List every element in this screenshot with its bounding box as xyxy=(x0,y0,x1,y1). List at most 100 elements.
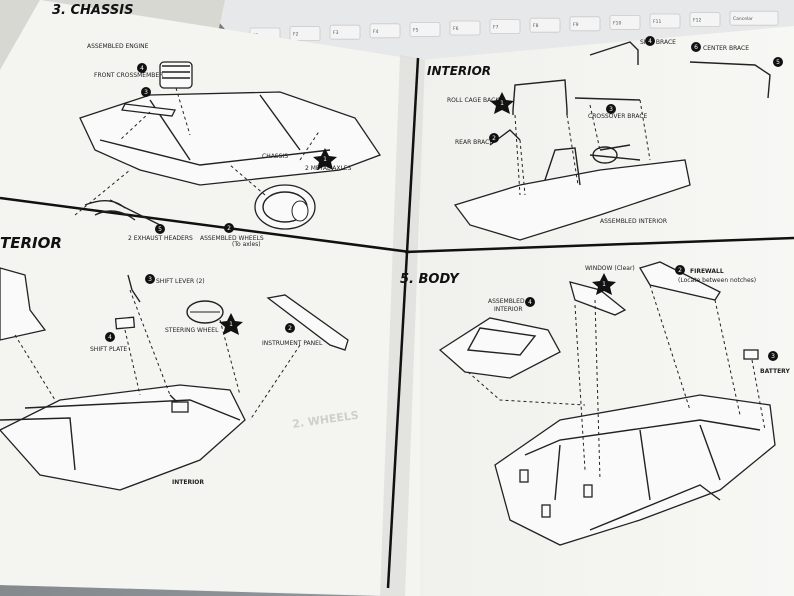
svg-text:2: 2 xyxy=(492,135,496,142)
battery-part xyxy=(743,349,759,360)
step-marker: 4 xyxy=(645,36,655,46)
svg-text:3: 3 xyxy=(144,89,148,96)
svg-text:5: 5 xyxy=(158,226,162,233)
label-assembled-interior: ASSEMBLED INTERIOR xyxy=(600,218,667,225)
interior-bottom-section: TERIOR SHIFT LEVER (2) SHIFT PLATE STEER… xyxy=(0,234,360,491)
keyboard-key: F9 xyxy=(569,16,601,32)
interior-top-title: INTERIOR xyxy=(427,64,491,78)
keyboard-key: F5 xyxy=(409,21,441,37)
body-title: 5. BODY xyxy=(400,272,460,287)
chassis-title: 3. CHASSIS xyxy=(52,3,133,18)
step-star-marker: 1 xyxy=(592,273,616,295)
svg-text:2: 2 xyxy=(678,267,682,274)
step-marker: 2 xyxy=(285,323,295,333)
roll-cage-back xyxy=(512,79,568,111)
step-marker: 3 xyxy=(768,351,778,361)
right-divider xyxy=(404,236,794,254)
svg-text:1: 1 xyxy=(229,321,233,328)
label-assembled-engine: ASSEMBLED ENGINE xyxy=(87,43,149,50)
step-marker: 2 xyxy=(489,133,499,143)
step-marker: 3 xyxy=(141,87,151,97)
keyboard-key: F12 xyxy=(689,12,721,28)
step-marker: 3 xyxy=(606,104,616,114)
label-center-brace: CENTER BRACE xyxy=(703,45,749,52)
svg-text:F4: F4 xyxy=(373,29,379,35)
interior-top-section: INTERIOR SIDE BRACE CENTER BRACE ROLL CA… xyxy=(427,36,783,241)
svg-text:4: 4 xyxy=(528,299,532,306)
step-marker: 4 xyxy=(105,332,115,342)
svg-text:F3: F3 xyxy=(333,30,339,36)
label-exhaust-headers: 2 EXHAUST HEADERS xyxy=(128,235,193,242)
step-marker: 5 xyxy=(773,57,783,67)
vertical-divider xyxy=(386,57,420,589)
svg-text:2: 2 xyxy=(288,325,292,332)
svg-text:1: 1 xyxy=(500,100,504,107)
assembled-interior-block xyxy=(438,317,561,379)
body-section: 5. BODY WINDOW (Clear) FIREWALL (Locate … xyxy=(400,261,790,546)
side-brace xyxy=(589,41,639,65)
steering-wheel-part xyxy=(186,300,224,324)
body-post xyxy=(541,504,551,518)
svg-text:3: 3 xyxy=(148,276,152,283)
svg-text:3: 3 xyxy=(609,106,613,113)
keyboard-key: F11 xyxy=(649,13,681,29)
seat-part xyxy=(0,267,47,341)
label-assembled: ASSEMBLED xyxy=(488,298,525,305)
car-body-part xyxy=(494,394,776,546)
keyboard-key: F2 xyxy=(289,26,321,42)
svg-text:6: 6 xyxy=(694,44,698,51)
label-roll-cage-back: ROLL CAGE BACK xyxy=(447,97,500,104)
label-shift-plate: SHIFT PLATE xyxy=(90,346,127,353)
label-instrument-panel: INSTRUMENT PANEL xyxy=(262,340,323,347)
shift-lever-part xyxy=(127,274,141,303)
svg-text:3: 3 xyxy=(771,353,775,360)
svg-text:F6: F6 xyxy=(453,26,459,32)
step-marker: 4 xyxy=(137,63,147,73)
crossover-brace xyxy=(574,97,641,101)
svg-text:F2: F2 xyxy=(293,32,299,38)
label-steering-wheel: STEERING WHEEL xyxy=(165,327,219,334)
step-marker: 2 xyxy=(675,265,685,275)
svg-text:F10: F10 xyxy=(613,20,621,26)
step-marker: 4 xyxy=(525,297,535,307)
step-marker: 2 xyxy=(224,223,234,233)
svg-text:1: 1 xyxy=(323,156,327,163)
svg-text:4: 4 xyxy=(140,65,144,72)
svg-text:F11: F11 xyxy=(653,19,661,25)
svg-text:1: 1 xyxy=(602,281,606,288)
label-side-brace: SIDE BRACE xyxy=(640,39,676,46)
label-shift-lever: SHIFT LEVER (2) xyxy=(156,278,205,285)
svg-text:4: 4 xyxy=(648,38,652,45)
svg-text:F8: F8 xyxy=(533,23,539,29)
label-chassis: CHASSIS xyxy=(262,153,288,160)
svg-text:F5: F5 xyxy=(413,27,419,33)
label-interior: INTERIOR xyxy=(172,479,204,486)
label-to-axles: (To axles) xyxy=(232,241,261,248)
label-assembled-wheels: ASSEMBLED WHEELS xyxy=(200,235,264,242)
interior-bottom-title: TERIOR xyxy=(0,234,62,252)
firewall-part xyxy=(639,261,721,301)
body-post xyxy=(519,469,529,483)
step-marker: 6 xyxy=(691,42,701,52)
crossmember-part xyxy=(121,103,176,117)
svg-text:F9: F9 xyxy=(573,22,579,28)
label-metal-axles: 2 METAL AXLES xyxy=(305,165,352,172)
label-firewall-note: (Locate between notches) xyxy=(678,277,756,284)
shift-plate-part xyxy=(114,316,136,330)
chassis-section: 3. CHASSIS ASSEMBLED ENGINE FRONT CROSSM… xyxy=(52,3,382,248)
svg-text:Cancelar: Cancelar xyxy=(733,16,753,22)
label-firewall: FIREWALL xyxy=(690,268,724,275)
svg-text:4: 4 xyxy=(108,334,112,341)
step-star-marker: 1 xyxy=(219,313,243,335)
step-star-marker: 1 xyxy=(313,148,337,170)
label-window: WINDOW (Clear) xyxy=(585,265,635,272)
keyboard-key: F7 xyxy=(489,19,521,35)
svg-text:F7: F7 xyxy=(493,25,499,31)
label-rear-brace: REAR BRACE xyxy=(455,139,493,146)
keyboard-key: F4 xyxy=(369,23,401,39)
label-battery: BATTERY xyxy=(760,368,790,375)
label-interior: INTERIOR xyxy=(494,306,523,313)
keyboard-key: F6 xyxy=(449,20,481,36)
keyboard-key: F10 xyxy=(609,14,641,30)
